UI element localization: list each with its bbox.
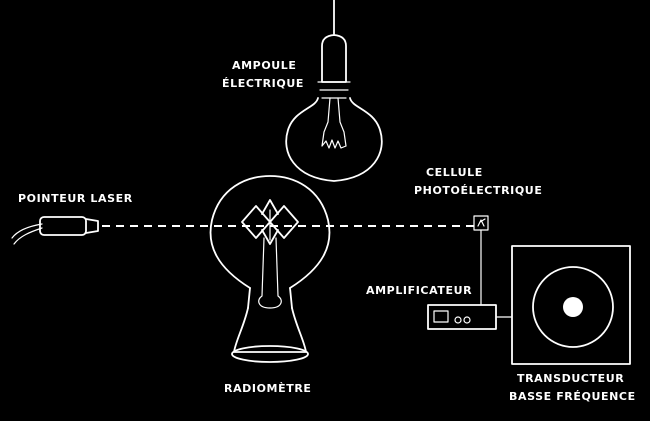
amplifier-label: AMPLIFICATEUR: [366, 284, 472, 297]
radiometer-base: [233, 307, 307, 353]
radiometer-inner-stem: [258, 237, 282, 309]
cell-box: [473, 215, 489, 231]
transducer-cabinet: [511, 245, 631, 365]
transducer: [511, 245, 631, 365]
amplifier-knob-2: [463, 316, 471, 324]
transducer-center: [563, 297, 583, 317]
amplifier-body: [427, 304, 497, 330]
transducer-label-line2: BASSE FRÉQUENCE: [509, 390, 636, 403]
radiometer-glass: [209, 175, 331, 289]
laser-cable: [11, 223, 43, 245]
radiometer-foot: [231, 345, 309, 363]
bulb-glass: [285, 97, 383, 182]
laser-pointer: [11, 216, 99, 245]
radiometer: [209, 175, 331, 363]
bulb-base: [317, 81, 351, 99]
bulb-label-line1: AMPOULE: [232, 59, 297, 72]
laser-label: POINTEUR LASER: [18, 192, 133, 205]
bulb-filament: [321, 97, 347, 149]
photoelectric-cell: [473, 215, 489, 306]
light-bulb: [285, 0, 383, 182]
cell-label-line2: PHOTOÉLECTRIQUE: [414, 184, 542, 197]
cell-symbol: [477, 218, 486, 227]
transducer-label-line1: TRANSDUCTEUR: [517, 372, 624, 385]
amplifier-knob-1: [454, 316, 462, 324]
bulb-socket: [321, 34, 347, 83]
radiometer-neck: [247, 287, 293, 309]
amplifier: [427, 304, 513, 330]
cell-label-line1: CELLULE: [426, 166, 483, 179]
transducer-cone: [532, 266, 614, 348]
amplifier-display: [433, 310, 449, 323]
laser-nose: [85, 218, 99, 234]
laser-body: [39, 216, 87, 236]
bulb-label-line2: ÉLECTRIQUE: [222, 77, 304, 90]
radiometer-vanes: [241, 199, 299, 245]
radiometer-label: RADIOMÈTRE: [224, 382, 312, 395]
